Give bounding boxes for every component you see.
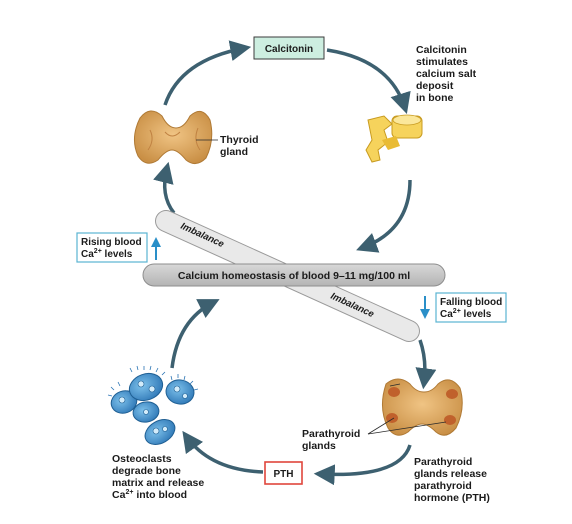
arrow-imbalance-to-thyroid (153, 161, 176, 215)
arrow-osteoclasts-to-homeostasis (170, 299, 220, 369)
rising-ca-label: Rising blood Ca2+ levels (81, 237, 144, 260)
pth-box (264, 461, 303, 485)
thyroid-label: Thyroid gland (220, 134, 261, 158)
arrow-calcitonin-to-bone (326, 48, 411, 115)
thyroid-gland-icon (134, 110, 213, 164)
falling-ca-label: Falling blood Ca2+ levels (440, 297, 505, 320)
arrow-thyroid-to-calcitonin (163, 40, 252, 106)
osteoclast-label: Osteoclasts degrade bone matrix and rele… (112, 453, 207, 501)
pth-effect-label: Parathyroid glands release parathyroid h… (414, 456, 490, 504)
parathyroid-label: Parathyroid glands (302, 428, 363, 452)
arrow-imbalance-to-parathyroid (415, 339, 437, 390)
pth-box-label: PTH (274, 469, 294, 480)
homeostasis-bar (142, 263, 446, 287)
calcitonin-box (253, 36, 325, 60)
falling-ca-box (435, 292, 507, 323)
parathyroid-leader-1 (367, 417, 395, 435)
rising-ca-box (76, 232, 148, 263)
parathyroid-glands-icon (382, 378, 463, 436)
arrow-bone-to-homeostasis (356, 179, 412, 253)
calcitonin-box-label: Calcitonin (265, 44, 313, 55)
arrow-pth-to-osteoclasts (182, 430, 264, 474)
bone-icon (365, 114, 423, 163)
homeostasis-label: Calcium homeostasis of blood 9–11 mg/100… (178, 270, 410, 282)
calcitonin-effect-label: Calcitonin stimulates calcium salt depos… (416, 44, 479, 104)
arrow-parathyroid-to-pth (313, 444, 412, 486)
osteoclasts-icon (107, 365, 199, 445)
parathyroid-leader-2 (367, 421, 447, 435)
